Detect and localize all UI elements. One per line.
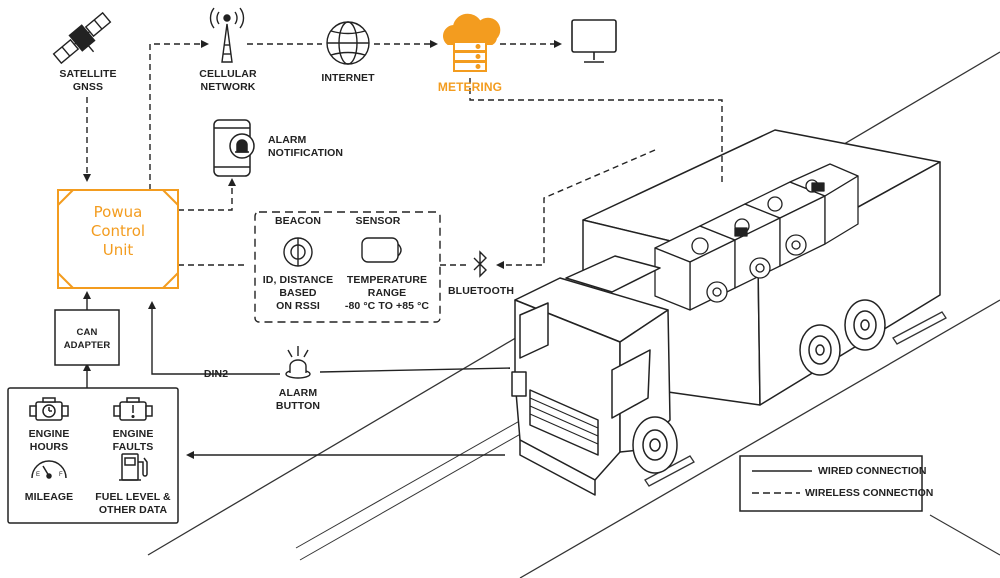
- beacon-detail-label: ID, DISTANCE BASED ON RSSI: [262, 274, 334, 312]
- fuel-label: FUEL LEVEL & OTHER DATA: [95, 491, 171, 516]
- beacon-label: BEACON: [274, 215, 322, 227]
- can-adapter-box: [54, 309, 120, 366]
- beacon-sensor-box: [254, 211, 441, 323]
- legend-wireless-label: WIRELESS CONNECTION: [805, 487, 934, 499]
- sensor-detail-label: TEMPERATURE RANGE -80 °C TO +85 °C: [344, 274, 430, 312]
- mileage-label: MILEAGE: [24, 491, 74, 503]
- sensor-icon: [361, 237, 402, 263]
- monitor-icon: [571, 19, 617, 63]
- svg-text:E: E: [36, 472, 40, 478]
- can-adapter-label: CAN ADAPTER: [63, 327, 111, 351]
- legend-wired-label: WIRED CONNECTION: [818, 465, 927, 477]
- metering-cloud-icon: [443, 13, 501, 72]
- globe-icon: [326, 21, 370, 65]
- cellular-label: CELLULAR NETWORK: [199, 68, 257, 93]
- vehicle-data-box: [7, 387, 179, 524]
- internet-label: INTERNET: [321, 72, 375, 84]
- connections: [83, 40, 723, 459]
- satellite-icon: [52, 11, 112, 65]
- fuel-gauge-icon: E F: [31, 460, 67, 479]
- cell-tower-icon: [209, 7, 245, 63]
- bluetooth-label: BLUETOOTH: [448, 285, 515, 297]
- phone-bell-icon: [213, 119, 255, 177]
- engine-faults-label: ENGINE FAULTS: [112, 428, 154, 453]
- fuel-pump-icon: [119, 453, 148, 481]
- control-unit-box: [57, 189, 179, 289]
- sensor-label: SENSOR: [355, 215, 401, 227]
- truck: [511, 129, 941, 496]
- control-unit-label: Powua Control Unit: [90, 203, 146, 259]
- alarm-notification-label: ALARM NOTIFICATION: [268, 134, 344, 159]
- beacon-icon: [283, 237, 313, 267]
- bluetooth-icon: [473, 250, 487, 278]
- satellite-label: SATELLITE GNSS: [59, 68, 117, 93]
- metering-label: METERING: [437, 80, 503, 94]
- wheels: [632, 299, 886, 474]
- legend-box: [739, 455, 923, 512]
- engine-faults-icon: [113, 397, 153, 421]
- alarm-button-label: ALARM BUTTON: [275, 387, 321, 412]
- din2-label: DIN2: [203, 368, 229, 380]
- engine-hours-icon: [29, 397, 69, 421]
- svg-text:F: F: [59, 472, 63, 478]
- alarm-button-icon: [285, 346, 311, 379]
- engine-hours-label: ENGINE HOURS: [28, 428, 70, 453]
- cooling-modules: [654, 163, 859, 311]
